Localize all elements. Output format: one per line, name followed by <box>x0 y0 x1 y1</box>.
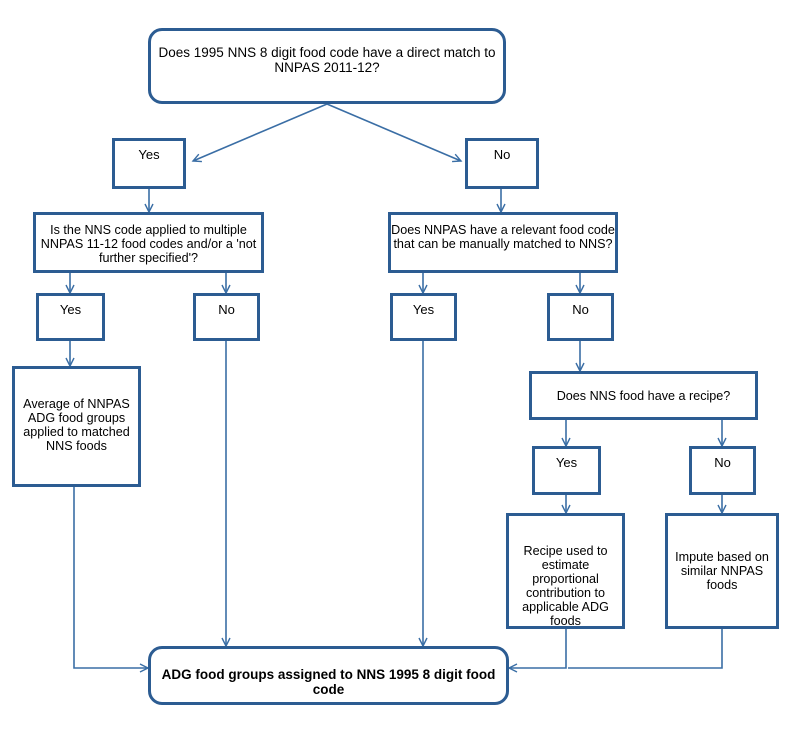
node-no-direct-match-label: No <box>493 147 511 162</box>
node-no-direct-match[interactable]: No <box>465 138 539 189</box>
edge-recipe-used-to-end <box>507 629 567 673</box>
node-yes-direct-match-label: Yes <box>138 147 160 162</box>
node-recipe-used[interactable]: Recipe used to estimate proportional con… <box>506 513 625 629</box>
node-yes-manual-match[interactable]: Yes <box>390 293 457 341</box>
node-end-result[interactable]: ADG food groups assigned to NNS 1995 8 d… <box>148 646 509 705</box>
edge-start-to-yes1 <box>191 103 328 163</box>
node-no-recipe[interactable]: No <box>689 446 756 495</box>
node-yes-recipe[interactable]: Yes <box>532 446 601 495</box>
node-no-manual-match[interactable]: No <box>547 293 614 341</box>
node-no-multiple-codes-label: No <box>218 302 235 317</box>
node-average-adg-groups[interactable]: Average of NNPAS ADG food groups applied… <box>12 366 141 487</box>
node-no-recipe-label: No <box>714 455 731 470</box>
node-question-multiple-codes-label: Is the NNS code applied to multiple NNPA… <box>40 223 257 266</box>
node-recipe-used-label: Recipe used to estimate proportional con… <box>522 544 609 629</box>
node-yes-direct-match[interactable]: Yes <box>112 138 186 189</box>
node-question-recipe-label: Does NNS food have a recipe? <box>556 389 731 403</box>
node-yes-recipe-label: Yes <box>555 455 578 470</box>
node-yes-multiple-codes-label: Yes <box>59 302 82 317</box>
node-question-recipe[interactable]: Does NNS food have a recipe? <box>529 371 758 420</box>
node-yes-manual-match-label: Yes <box>412 302 435 317</box>
node-no-manual-match-label: No <box>572 302 589 317</box>
connector-lines-plain <box>568 629 723 669</box>
node-yes-multiple-codes[interactable]: Yes <box>36 293 105 341</box>
node-question-manual-match-label: Does NNPAS have a relevant food code tha… <box>391 223 615 252</box>
node-no-multiple-codes[interactable]: No <box>193 293 260 341</box>
edge-impute-to-end <box>568 629 723 669</box>
node-question-multiple-codes[interactable]: Is the NNS code applied to multiple NNPA… <box>33 212 264 273</box>
node-impute-similar-label: Impute based on similar NNPAS foods <box>675 549 769 593</box>
edge-average-to-end <box>73 487 150 673</box>
node-start-question-label: Does 1995 NNS 8 digit food code have a d… <box>158 45 496 76</box>
node-impute-similar[interactable]: Impute based on similar NNPAS foods <box>665 513 779 629</box>
node-question-manual-match[interactable]: Does NNPAS have a relevant food code tha… <box>388 212 618 273</box>
edge-start-to-no1 <box>326 103 463 163</box>
node-end-result-label: ADG food groups assigned to NNS 1995 8 d… <box>161 667 496 698</box>
node-start-question[interactable]: Does 1995 NNS 8 digit food code have a d… <box>148 28 506 104</box>
node-average-adg-groups-label: Average of NNPAS ADG food groups applied… <box>23 397 130 454</box>
